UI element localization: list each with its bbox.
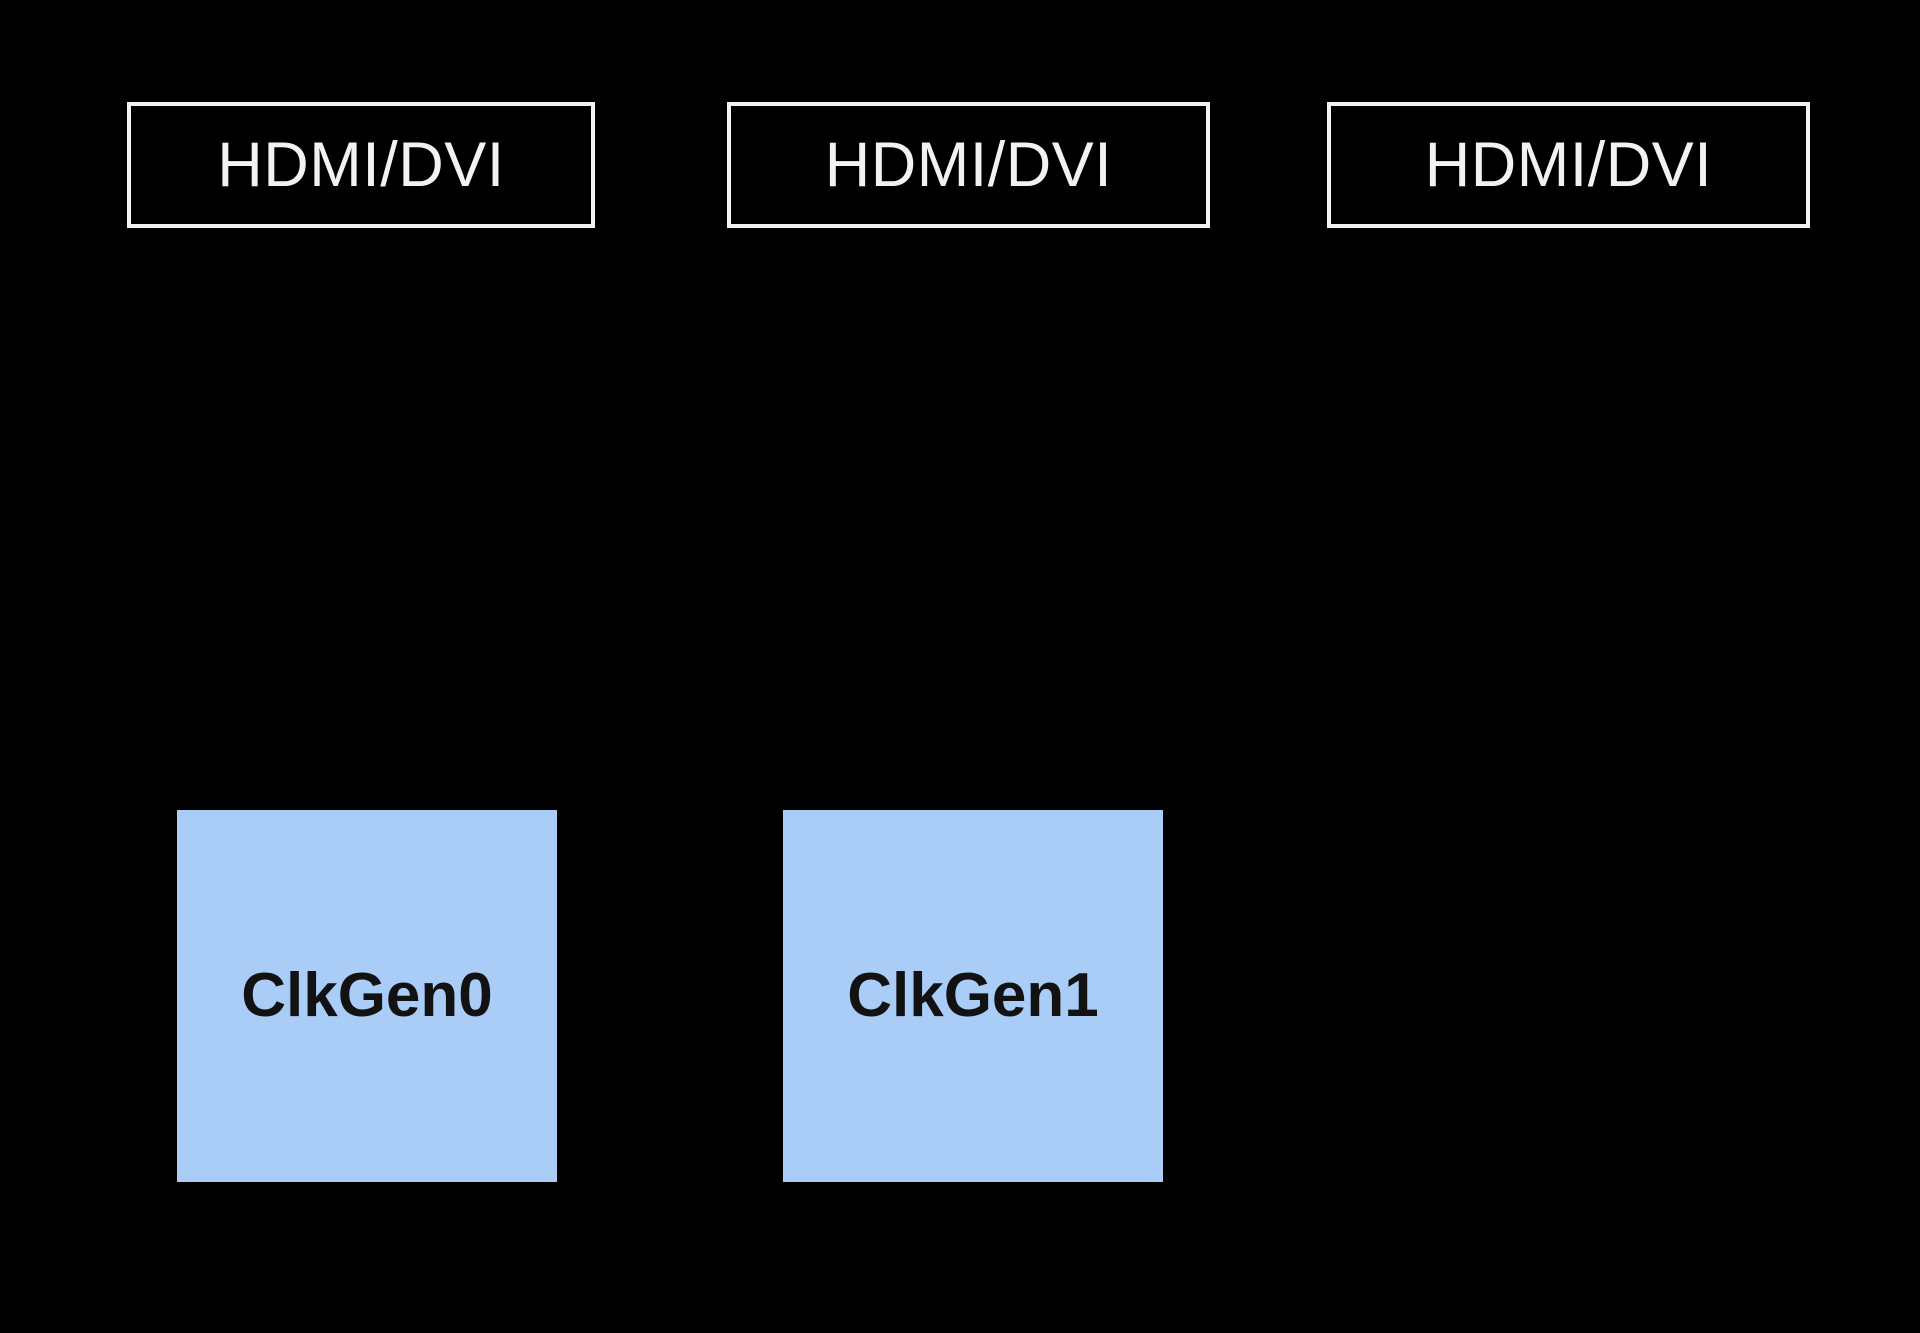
port-block-hdmi-dvi-0[interactable]: HDMI/DVI [127, 102, 595, 228]
port-block-label: HDMI/DVI [1424, 129, 1713, 200]
clock-generator-block-0[interactable]: ClkGen0 [177, 810, 557, 1182]
port-block-label: HDMI/DVI [217, 129, 505, 200]
port-block-hdmi-dvi-1[interactable]: HDMI/DVI [727, 102, 1210, 228]
clock-generator-block-1[interactable]: ClkGen1 [783, 810, 1163, 1182]
clock-generator-label: ClkGen1 [847, 961, 1099, 1030]
clock-generator-label: ClkGen0 [241, 961, 493, 1030]
port-block-hdmi-dvi-2[interactable]: HDMI/DVI [1327, 102, 1810, 228]
port-block-label: HDMI/DVI [824, 129, 1113, 200]
